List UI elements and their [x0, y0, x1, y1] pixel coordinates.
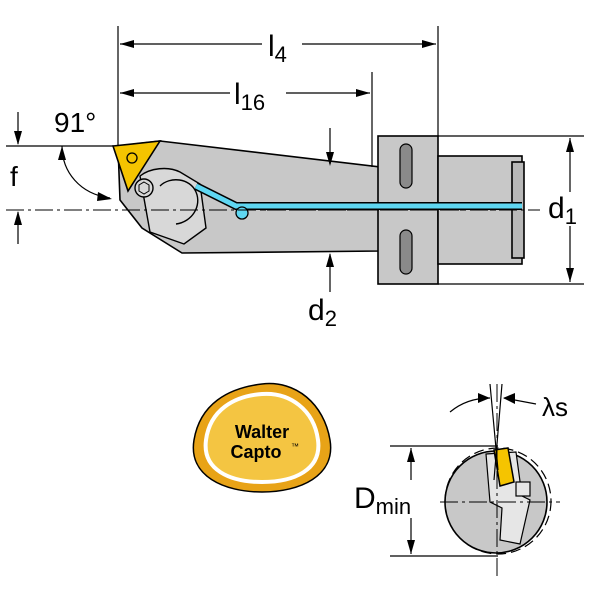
d2-arrow-top: [326, 152, 334, 166]
d1-label: d1: [548, 192, 577, 229]
dmin-label: Dmin: [354, 482, 411, 519]
logo-trademark: ™: [291, 442, 299, 451]
lambda-arrow-left: [478, 393, 490, 403]
coolant-channel-fill: [194, 183, 522, 209]
logo-text-capto: Capto: [231, 442, 282, 462]
d2-label: d2: [308, 294, 337, 331]
l4-arrow-right: [422, 40, 436, 48]
angle-label: 91°: [54, 107, 96, 138]
lambda-ref-line: [493, 383, 503, 481]
coolant-port: [235, 206, 249, 220]
lambda-tilt-line: [489, 383, 499, 471]
end-view-clamp: [515, 481, 531, 497]
f-arrow-top: [14, 131, 22, 145]
flange-slot-lower: [399, 229, 413, 275]
clamp-screw-hex: [138, 181, 150, 195]
logo-inner-face: [203, 391, 321, 485]
lambda-s-label: λs: [542, 392, 568, 422]
angle-arrow-bottom: [97, 192, 112, 201]
d1-arrow-top: [566, 138, 574, 152]
clamp-outline: [159, 179, 199, 225]
l4-arrow-left: [120, 40, 134, 48]
lambda-arrow-right: [503, 393, 515, 404]
clamp-recess: [139, 167, 207, 245]
logo-text-walter: Walter: [235, 422, 289, 442]
l16-arrow-right: [356, 89, 370, 97]
dmin-arrow-top: [407, 448, 415, 462]
flange-slot-upper: [399, 143, 413, 189]
f-arrow-bottom: [14, 211, 22, 225]
f-label: f: [10, 161, 18, 192]
end-view-insert: [493, 447, 515, 487]
l4-label: l4: [268, 30, 287, 67]
angle-arrow-top: [58, 146, 66, 160]
walter-capto-logo: Walter Capto ™: [192, 382, 332, 493]
l16-arrow-left: [120, 89, 134, 97]
end-view: λs Dmin: [350, 383, 568, 578]
d2-arrow-bottom: [326, 253, 334, 267]
angle-arc: [61, 145, 111, 199]
cutting-insert: [111, 140, 162, 193]
clamp-screw: [134, 178, 154, 198]
insert-screw-hole: [126, 152, 138, 164]
d1-arrow-bottom: [566, 268, 574, 282]
l16-label: l16: [234, 78, 265, 115]
dmin-arrow-bottom: [407, 540, 415, 554]
